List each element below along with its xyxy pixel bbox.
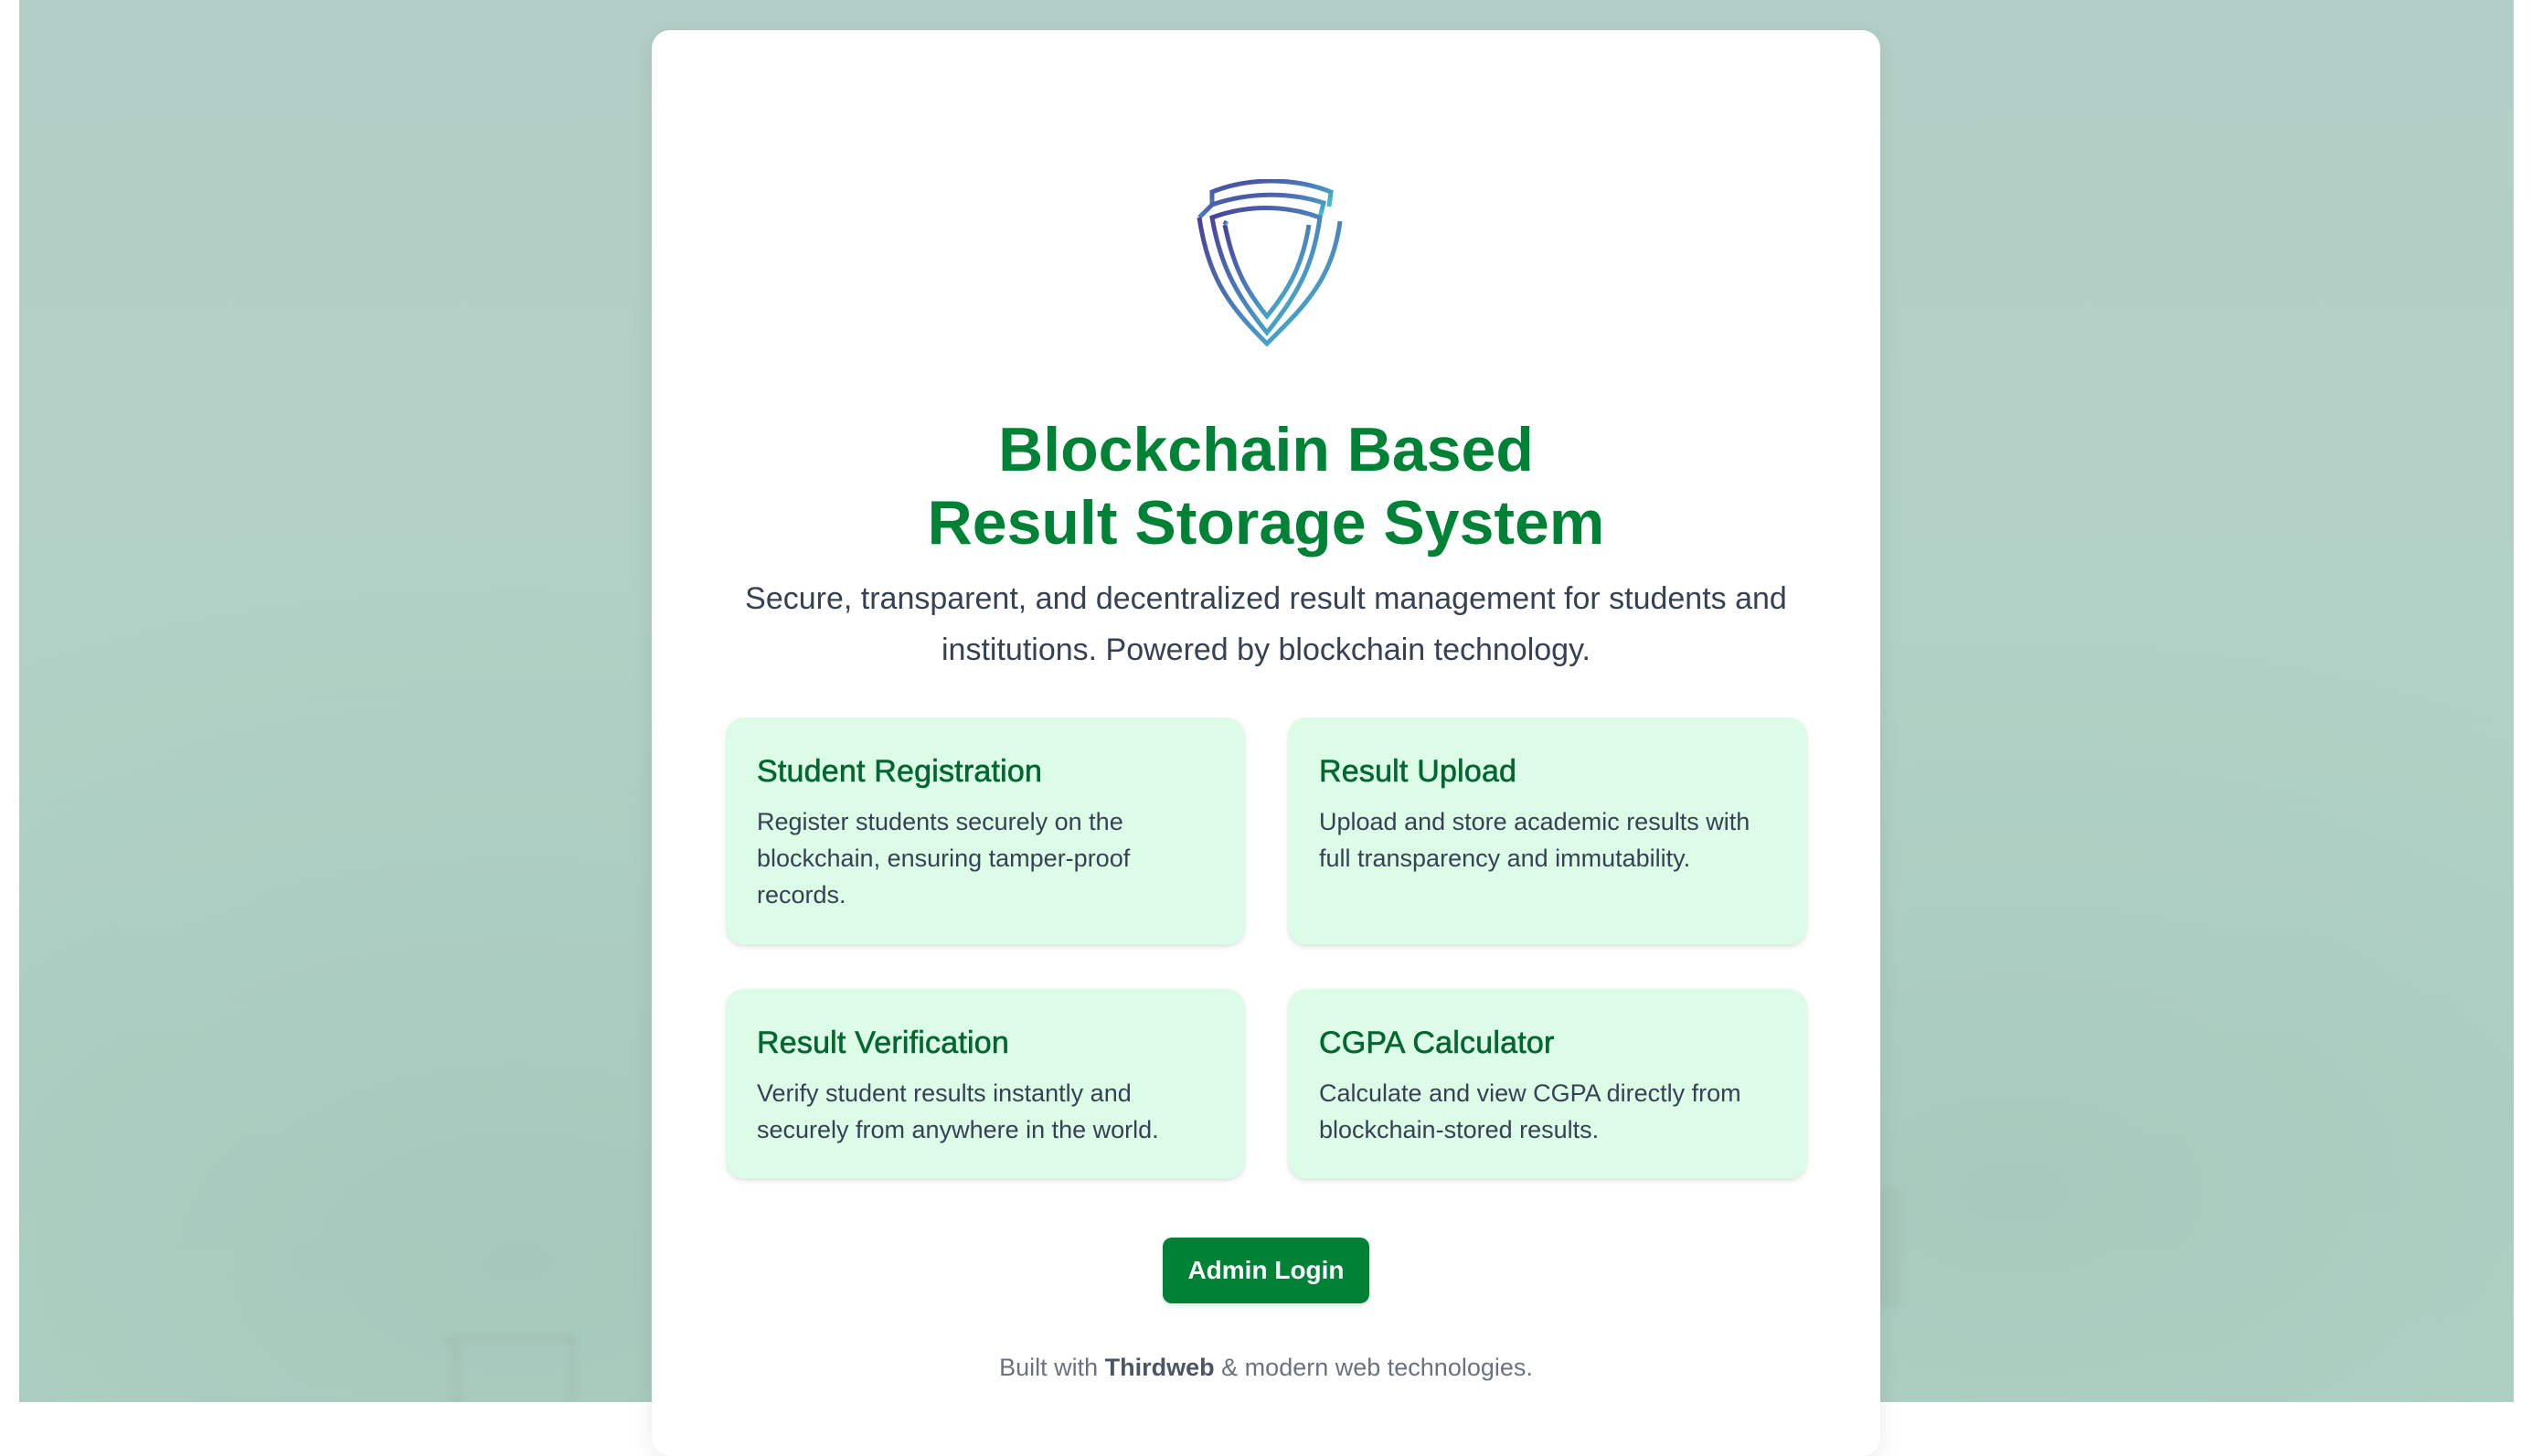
- background-decoration: [440, 1334, 577, 1344]
- feature-title: Student Registration: [757, 754, 1043, 790]
- feature-description: Upload and store academic results with f…: [1319, 808, 1750, 872]
- footer-credit: Built with Thirdweb & modern web technol…: [652, 1351, 1880, 1384]
- title-line-1: Blockchain Based: [998, 415, 1534, 484]
- feature-title: Result Upload: [1319, 754, 1517, 790]
- background-decoration: [449, 1344, 462, 1402]
- page-subtitle: Secure, transparent, and decentralized r…: [745, 581, 1787, 667]
- footer-prefix: Built with: [999, 1354, 1099, 1381]
- feature-title: Result Verification: [757, 1026, 1009, 1061]
- page-title: Blockchain Based Result Storage System: [652, 413, 1880, 559]
- title-line-2: Result Storage System: [927, 488, 1605, 558]
- admin-login-button[interactable]: Admin Login: [1163, 1238, 1369, 1303]
- footer-brand: Thirdweb: [1104, 1354, 1215, 1381]
- feature-card-result-verification: Result Verification Verify student resul…: [726, 989, 1245, 1179]
- feature-card-result-upload: Result Upload Upload and store academic …: [1288, 717, 1807, 945]
- background-decoration: [568, 1339, 577, 1402]
- feature-card-cgpa-calculator: CGPA Calculator Calculate and view CGPA …: [1288, 989, 1807, 1179]
- feature-description: Verify student results instantly and sec…: [757, 1079, 1159, 1143]
- feature-description: Register students securely on the blockc…: [757, 808, 1131, 909]
- shield-icon: [1197, 179, 1343, 347]
- footer-suffix: & modern web technologies.: [1221, 1354, 1533, 1381]
- feature-description: Calculate and view CGPA directly from bl…: [1319, 1079, 1741, 1143]
- feature-title: CGPA Calculator: [1319, 1026, 1555, 1061]
- feature-card-student-registration: Student Registration Register students s…: [726, 717, 1245, 945]
